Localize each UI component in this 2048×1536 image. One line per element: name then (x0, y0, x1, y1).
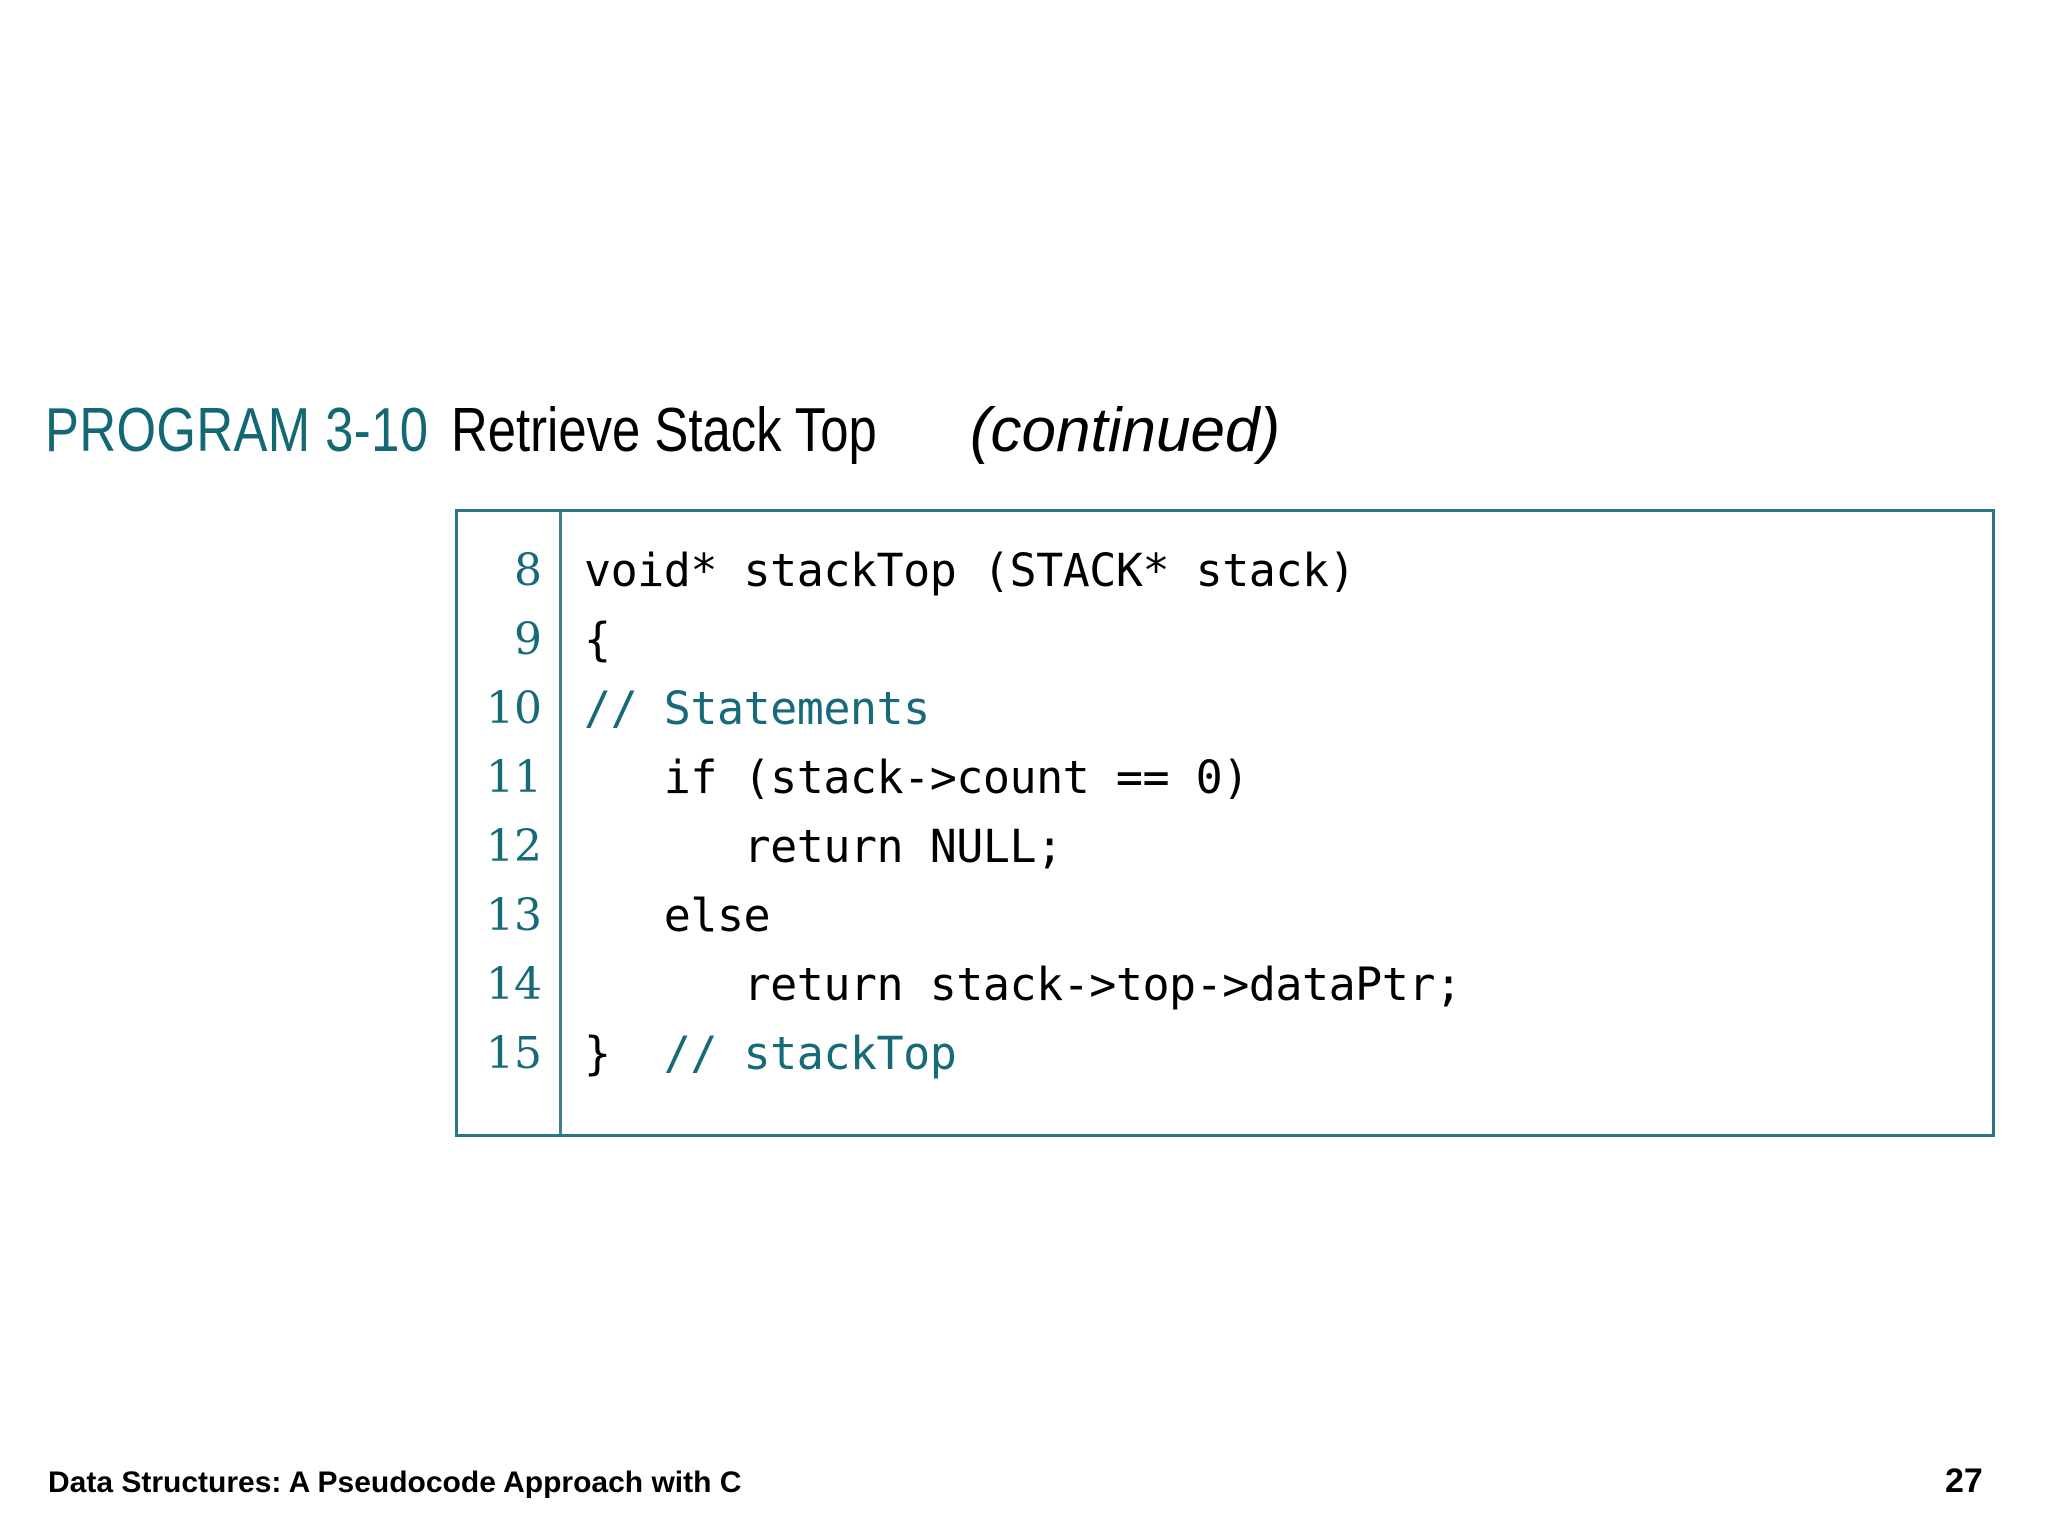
line-number-gutter: 8 9 10 11 12 13 14 15 (458, 512, 562, 1134)
program-title-row: PROGRAM 3-10 Retrieve Stack Top (continu… (45, 400, 1945, 480)
line-number: 14 (486, 959, 542, 1010)
code-line: void* stackTop (STACK* stack) (584, 544, 1356, 597)
program-label: PROGRAM 3-10 (45, 396, 429, 465)
code-line: else (584, 889, 771, 942)
code-line-brace: } (584, 1027, 664, 1080)
code-line: { (584, 613, 611, 666)
line-number: 9 (514, 614, 542, 665)
line-number: 11 (486, 752, 542, 803)
code-line: if (stack->count == 0) (584, 751, 1250, 804)
line-number: 10 (486, 683, 542, 734)
footer-page-number: 27 (1945, 1462, 1983, 1500)
line-number: 8 (514, 545, 542, 596)
program-continued-note: (continued) (969, 396, 1281, 465)
line-number: 12 (486, 821, 542, 872)
program-name: Retrieve Stack Top (450, 396, 877, 465)
code-listing-box: 8 9 10 11 12 13 14 15 void* stackTop (ST… (455, 509, 1995, 1137)
code-line: return stack->top->dataPtr; (584, 958, 1463, 1011)
code-text-area: void* stackTop (STACK* stack) { // State… (562, 512, 1992, 1134)
code-line-trailing-comment: // stackTop (663, 1027, 957, 1080)
code-line-mixed: } // stackTop (584, 1019, 1992, 1088)
code-line-comment: // Statements (584, 682, 930, 735)
code-line: return NULL; (584, 820, 1064, 873)
line-number: 15 (486, 1028, 542, 1079)
line-number: 13 (486, 890, 542, 941)
footer-book-title: Data Structures: A Pseudocode Approach w… (48, 1466, 742, 1499)
